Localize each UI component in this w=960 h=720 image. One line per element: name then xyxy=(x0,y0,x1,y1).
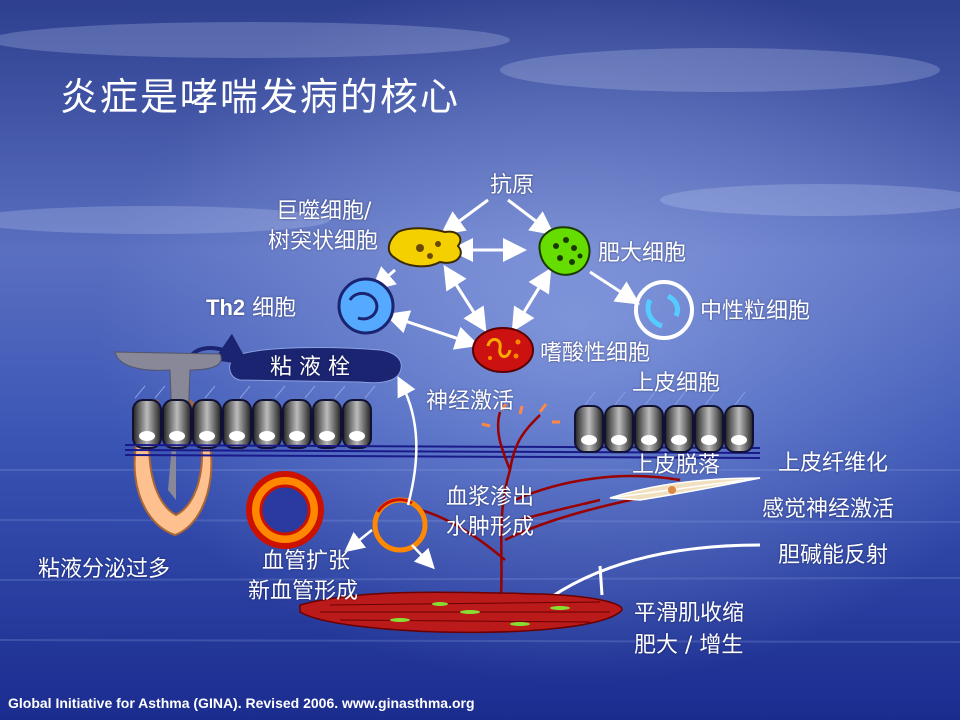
smooth-muscle-shape xyxy=(299,591,623,634)
footer-citation: Global Initiative for Asthma (GINA). Rev… xyxy=(8,695,475,711)
label-epithelial-fibrosis: 上皮纤维化 xyxy=(778,451,889,476)
epithelium-left xyxy=(132,385,376,449)
vessel-exudation-icon xyxy=(344,376,435,570)
label-sensory-nerve: 感觉神经激活 xyxy=(762,497,895,522)
label-vasodilation-line1: 血管扩张 xyxy=(262,549,351,574)
label-smooth-muscle-line2: 肥大 / 增生 xyxy=(634,633,744,658)
label-mucus-plug: 粘 液 栓 xyxy=(270,355,350,380)
th2-cell-icon xyxy=(337,277,395,335)
label-epithelial-shedding: 上皮脱落 xyxy=(632,453,721,478)
label-nerve-activation: 神经激活 xyxy=(426,389,515,414)
label-th2-suffix: 细胞 xyxy=(245,296,297,321)
macrophage-cell-icon xyxy=(387,227,462,268)
page-title: 炎症是哮喘发病的核心 xyxy=(60,75,461,119)
label-mucus-hypersecretion: 粘液分泌过多 xyxy=(38,557,171,582)
label-th2-prefix: Th2 xyxy=(206,295,246,320)
mast-cell-icon xyxy=(538,226,591,276)
blood-vessel-ring xyxy=(246,471,324,549)
label-antigen: 抗原 xyxy=(490,173,535,198)
label-smooth-muscle-line1: 平滑肌收缩 xyxy=(634,601,745,626)
label-mast-cell: 肥大细胞 xyxy=(598,241,687,266)
fibrosis-shape xyxy=(609,477,761,501)
label-neutrophil: 中性粒细胞 xyxy=(700,299,811,324)
cloud-streaks xyxy=(0,22,960,234)
label-epithelial-cell: 上皮细胞 xyxy=(632,371,721,396)
neutrophil-cell-icon xyxy=(634,280,694,340)
eosinophil-cell-icon xyxy=(472,327,534,373)
nerve-activation-marks xyxy=(481,403,560,428)
label-macrophage-line2: 树突状细胞 xyxy=(268,229,379,254)
epithelium-right xyxy=(574,391,754,453)
label-cholinergic-reflex: 胆碱能反射 xyxy=(778,543,889,568)
label-macrophage-line1: 巨噬细胞/ xyxy=(276,199,372,224)
label-vasodilation-line2: 新血管形成 xyxy=(248,579,359,604)
cell-arrows xyxy=(370,198,641,350)
label-th2-cell: Th2 细胞 xyxy=(206,294,296,323)
label-eosinophil: 嗜酸性细胞 xyxy=(540,341,651,366)
sensory-nerve-line xyxy=(539,543,761,607)
label-plasma-exudation-line1: 血浆渗出 xyxy=(446,485,535,510)
label-plasma-exudation-line2: 水肿形成 xyxy=(446,515,535,540)
